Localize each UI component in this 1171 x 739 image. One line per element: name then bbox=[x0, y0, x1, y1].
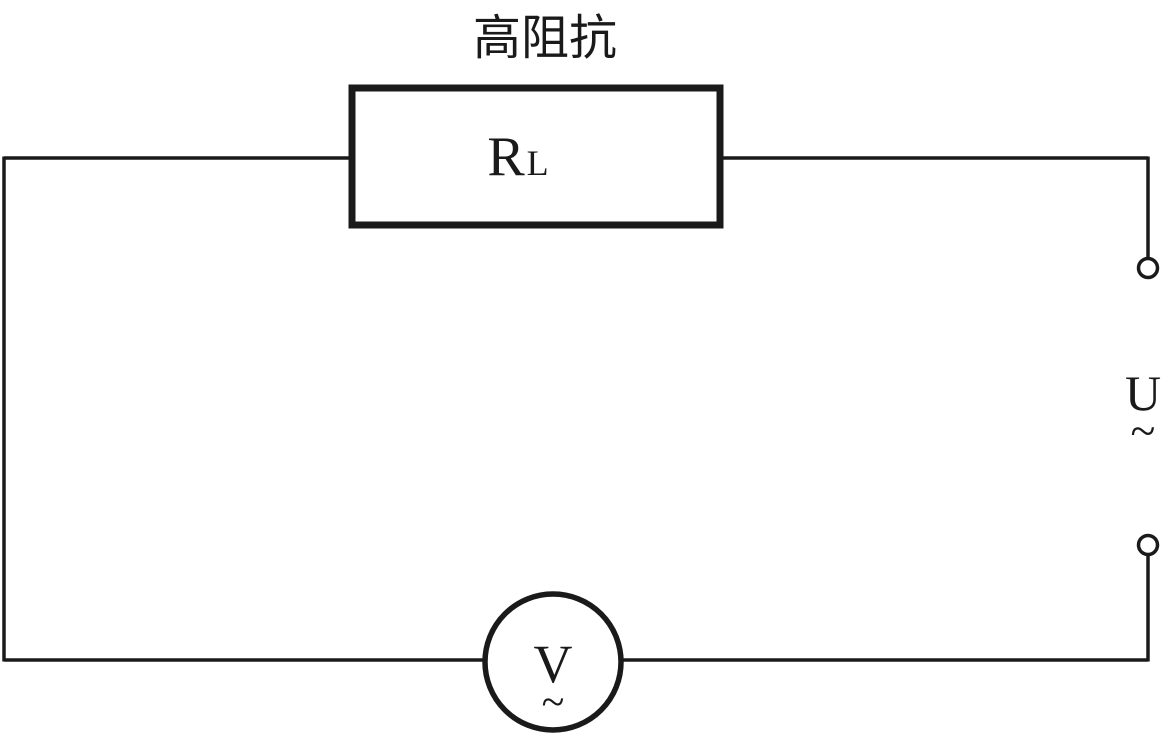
terminal-bottom-icon bbox=[1136, 533, 1160, 557]
source-symbol-label: U bbox=[1125, 365, 1161, 421]
voltmeter-symbol-label: V bbox=[534, 634, 573, 694]
source-label-group: U ~ bbox=[1125, 365, 1161, 456]
voltmeter-circle-icon bbox=[482, 591, 624, 733]
terminal-top-icon bbox=[1136, 256, 1160, 280]
resistor-box bbox=[348, 84, 724, 229]
resistor-symbol: R bbox=[487, 126, 525, 188]
voltmeter: V ~ bbox=[482, 591, 624, 733]
resistor-subscript: L bbox=[527, 143, 549, 183]
high-impedance-label: 高阻抗 bbox=[473, 12, 617, 65]
resistor-label: RL bbox=[487, 126, 548, 188]
voltmeter-ac-mark: ~ bbox=[542, 680, 565, 726]
source-ac-mark: ~ bbox=[1131, 405, 1156, 456]
circuit-wires bbox=[2, 156, 1150, 662]
